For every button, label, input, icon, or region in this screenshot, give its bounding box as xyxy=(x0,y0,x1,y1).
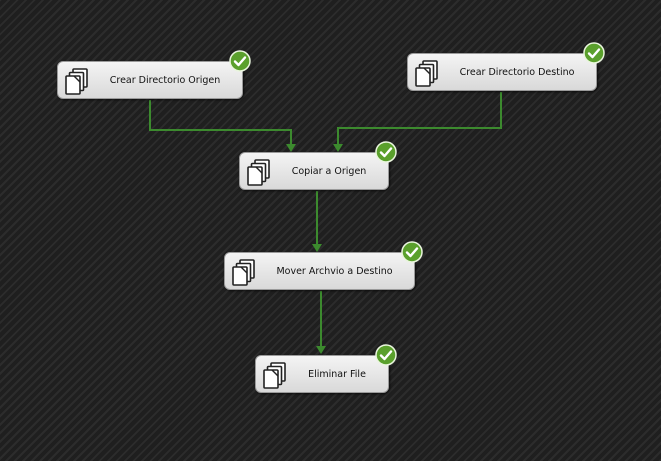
arrowhead-icon xyxy=(286,144,296,152)
task-crear-directorio-destino[interactable]: Crear Directorio Destino xyxy=(407,42,605,91)
success-check-icon xyxy=(229,50,251,72)
task-crear-directorio-origen[interactable]: Crear Directorio Origen xyxy=(57,50,251,99)
file-system-task-icon xyxy=(415,60,438,87)
constraint-crear-origen-to-copiar[interactable] xyxy=(149,100,292,145)
task-label: Mover Archvio a Destino xyxy=(276,265,393,277)
file-system-task-icon xyxy=(65,68,88,95)
task-label: Eliminar File xyxy=(308,368,366,380)
file-system-task-icon xyxy=(263,362,286,389)
task-label: Crear Directorio Destino xyxy=(459,66,575,78)
task-eliminar-file[interactable]: Eliminar File xyxy=(255,344,397,393)
file-system-task-icon xyxy=(247,159,270,186)
task-label: Copiar a Origen xyxy=(291,165,367,177)
success-check-icon xyxy=(583,42,605,64)
success-check-icon xyxy=(375,141,397,163)
arrowhead-icon xyxy=(312,244,322,252)
arrowhead-icon xyxy=(316,346,326,354)
file-system-task-icon xyxy=(232,259,255,286)
task-mover-archivo-a-destino[interactable]: Mover Archvio a Destino xyxy=(224,241,423,290)
arrowhead-icon xyxy=(333,144,343,152)
task-copiar-a-origen[interactable]: Copiar a Origen xyxy=(239,141,397,190)
task-label: Crear Directorio Origen xyxy=(109,74,221,86)
success-check-icon xyxy=(401,241,423,263)
constraint-crear-destino-to-copiar[interactable] xyxy=(337,92,502,145)
success-check-icon xyxy=(375,344,397,366)
